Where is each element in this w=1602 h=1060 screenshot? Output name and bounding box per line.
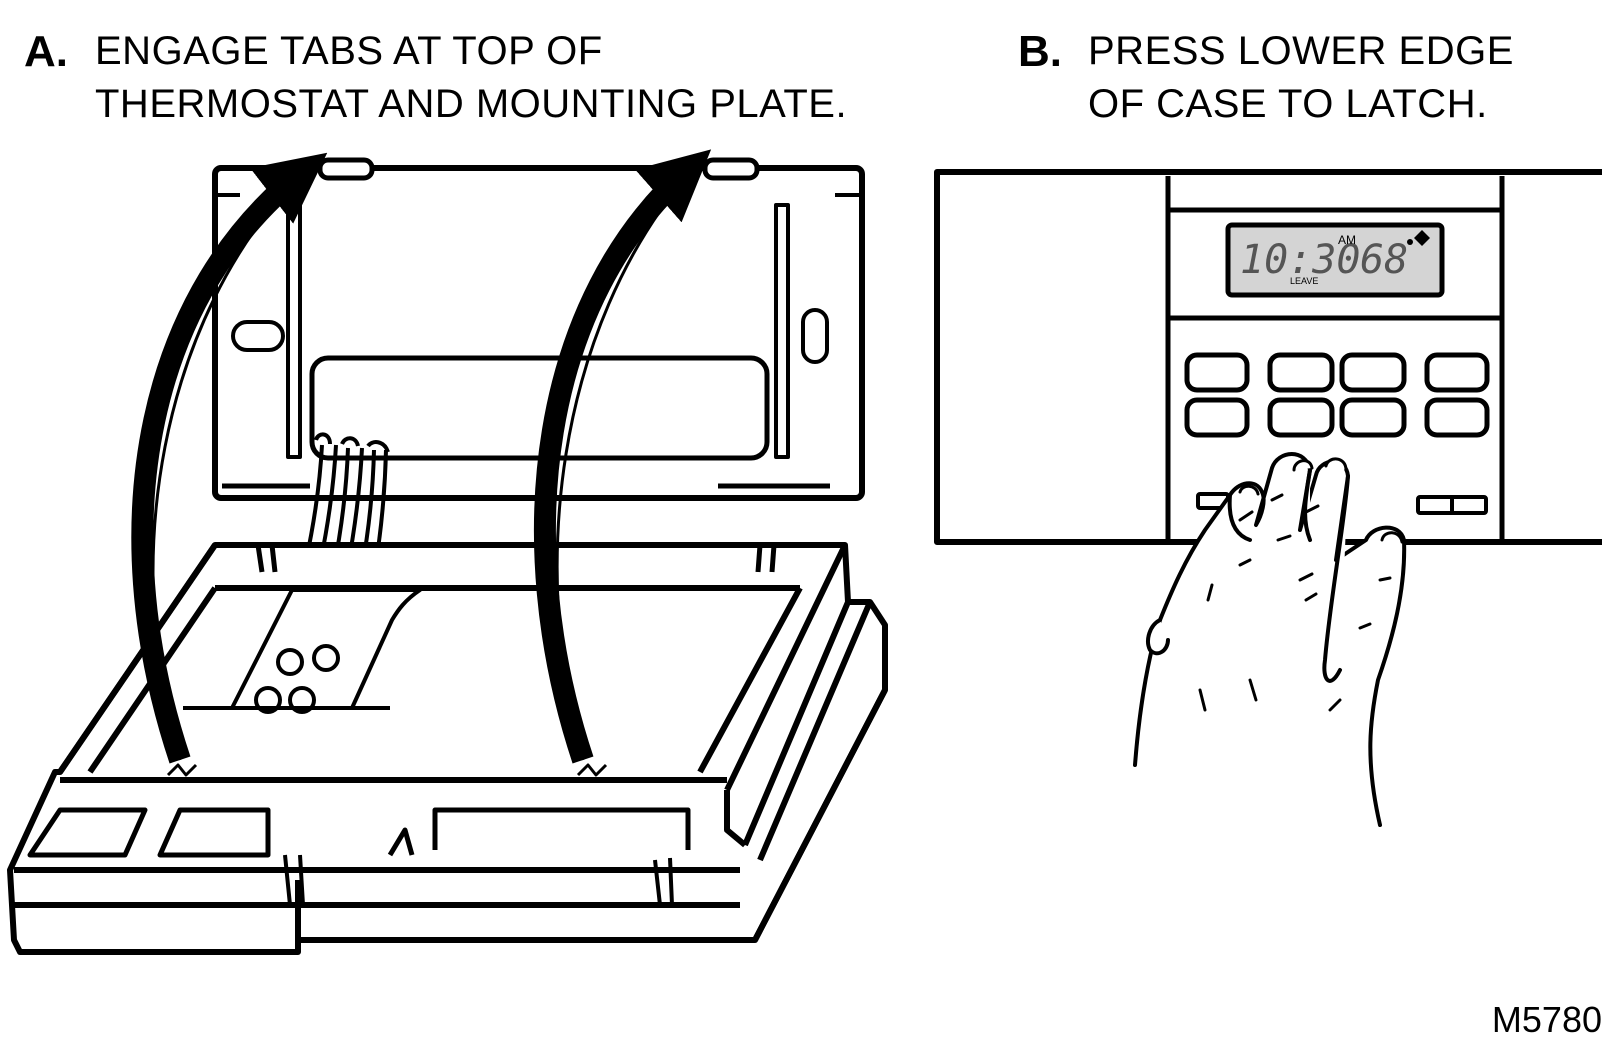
thermostat-button xyxy=(1339,352,1407,393)
step-b-line-1: PRESS LOWER EDGE xyxy=(1088,29,1514,73)
lcd-time: 10:30 xyxy=(1240,237,1360,283)
thermostat-button xyxy=(1184,352,1250,393)
thermostat-button xyxy=(1424,352,1490,393)
lcd-display: 10:30 AM 68 LEAVE xyxy=(1225,222,1445,298)
lcd-ampm: AM xyxy=(1338,233,1356,247)
curved-arrow-icon xyxy=(131,152,328,764)
lcd-mode: LEAVE xyxy=(1290,276,1318,286)
step-b-instruction: PRESS LOWER EDGE OF CASE TO LATCH. xyxy=(1088,25,1514,131)
hand-icon xyxy=(1133,452,1407,827)
step-a-line-1: ENGAGE TABS AT TOP OF xyxy=(95,29,603,73)
step-a-instruction: ENGAGE TABS AT TOP OF THERMOSTAT AND MOU… xyxy=(95,25,847,131)
lcd-temperature: 68 xyxy=(1360,237,1408,283)
thermostat-base xyxy=(7,542,888,955)
thermostat-button xyxy=(1267,397,1335,438)
mounting-plate xyxy=(212,157,865,501)
diamond-icon xyxy=(1414,230,1430,246)
thermostat-button xyxy=(1267,352,1335,393)
figure-code: M5780 xyxy=(1491,999,1602,1040)
thermostat-button xyxy=(1184,397,1250,438)
thermostat-button xyxy=(1339,397,1407,438)
step-b-line-2: OF CASE TO LATCH. xyxy=(1088,82,1488,126)
step-b-letter: B. xyxy=(1018,27,1062,76)
degree-icon xyxy=(1407,239,1413,245)
step-a-letter: A. xyxy=(24,27,68,76)
step-a-line-2: THERMOSTAT AND MOUNTING PLATE. xyxy=(95,82,848,126)
thermostat-buttons xyxy=(1184,352,1490,515)
curved-arrow-icon xyxy=(533,149,712,764)
thermostat-button xyxy=(1424,397,1490,438)
